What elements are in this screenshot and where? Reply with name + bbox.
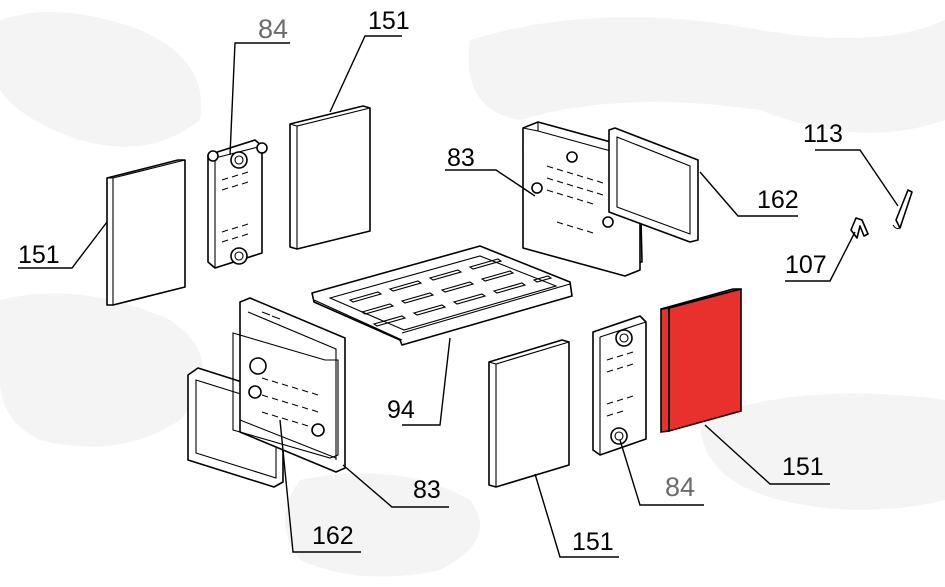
leader-151-bottom <box>534 473 619 558</box>
callout-151-bottom: 151 <box>572 528 614 556</box>
leader-113 <box>815 149 899 207</box>
part-151-left-slab <box>106 159 186 306</box>
callout-107: 107 <box>785 251 827 279</box>
callout-94: 94 <box>387 396 415 424</box>
leader-84-bottom <box>619 439 704 506</box>
part-151-bottom-slab <box>488 339 570 488</box>
callout-151-right: 151 <box>782 453 824 481</box>
part-84-bottom-bracket <box>592 315 647 456</box>
callout-83-bottom: 83 <box>413 476 441 504</box>
leader-151-left <box>18 221 108 269</box>
leader-83-top <box>445 169 536 197</box>
part-84-top-bracket <box>207 139 268 269</box>
part-113-clip <box>892 189 913 230</box>
callout-151-left: 151 <box>18 241 60 269</box>
callout-83-top: 83 <box>447 144 475 172</box>
leader-151-top <box>329 35 402 113</box>
callout-84-top: 84 <box>258 14 289 44</box>
leader-lines <box>18 35 899 558</box>
callout-162-right: 162 <box>757 186 799 214</box>
part-83-front-plate <box>232 297 346 473</box>
background-watermark <box>0 12 945 577</box>
leader-151-right <box>704 424 830 485</box>
leader-84-top <box>229 42 290 156</box>
leader-83-bottom <box>342 464 449 508</box>
callout-151-top: 151 <box>368 7 410 35</box>
part-151-highlighted-slab <box>660 287 742 433</box>
leader-94 <box>402 337 451 426</box>
leader-162-right <box>699 171 798 217</box>
callout-84-bottom: 84 <box>665 472 696 502</box>
part-94-grate <box>311 245 573 346</box>
leader-162-bottom <box>279 419 361 553</box>
callout-113: 113 <box>803 120 843 148</box>
part-151-top-slab <box>289 105 371 250</box>
callout-162-bottom: 162 <box>312 522 354 550</box>
leader-107 <box>785 231 856 282</box>
part-162-right-gasket <box>608 127 699 243</box>
